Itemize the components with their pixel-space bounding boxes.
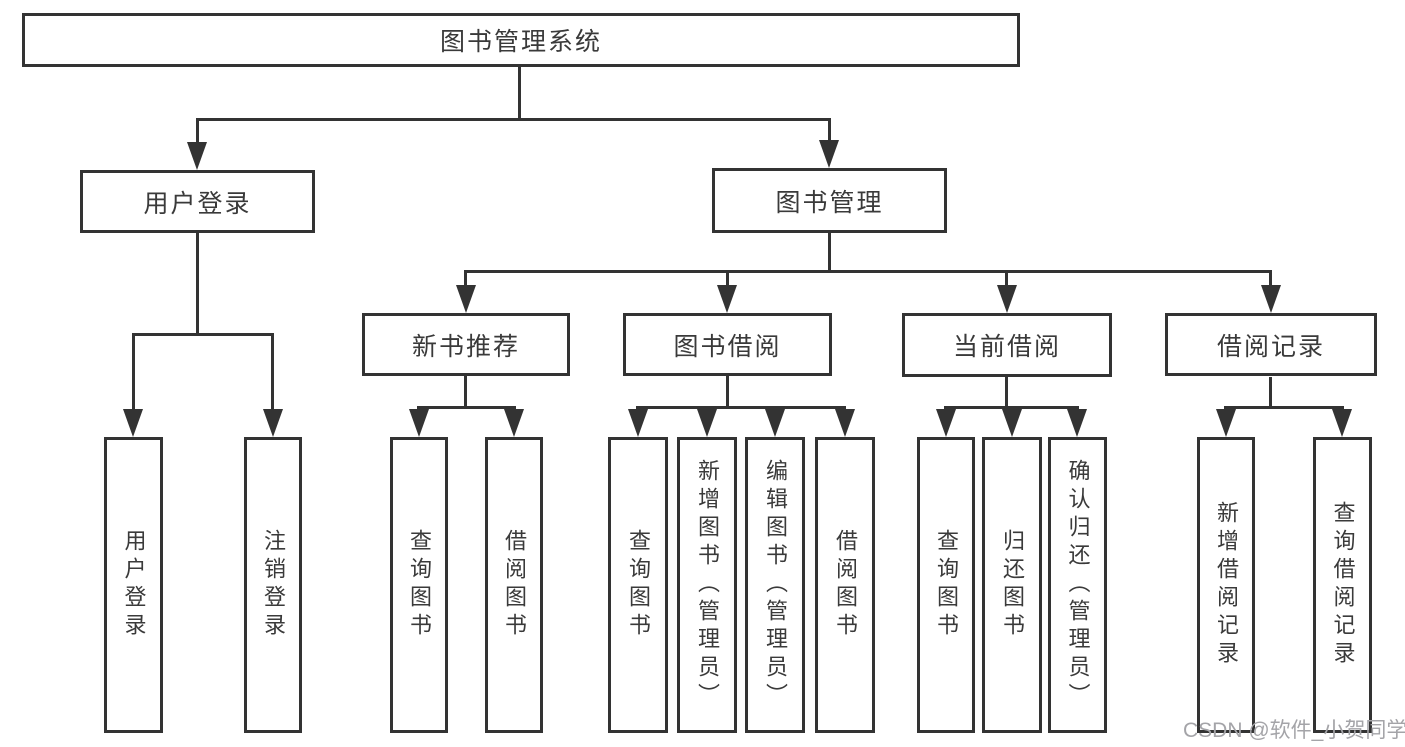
node-book-management-label: 图书管理	[775, 188, 884, 217]
arrow-down-icon	[835, 409, 855, 437]
connector-book-management-stem	[828, 118, 831, 152]
node-current-borrow-label: 当前借阅	[952, 333, 1061, 361]
leaf-query-borrow-record: 查询借阅记录	[1313, 437, 1372, 733]
node-book-borrow-label: 图书借阅	[673, 332, 782, 361]
leaf-borrow-books: 借阅图书	[815, 437, 875, 733]
leaf-query-books-recommend: 查询图书	[390, 437, 448, 733]
leaf-edit-book-admin-label: 编辑图书（管理员）	[763, 459, 788, 711]
arrow-down-icon	[504, 409, 524, 437]
leaf-add-borrow-record: 新增借阅记录	[1197, 437, 1255, 733]
csdn-watermark: CSDN @软件_小贺同学	[1183, 719, 1405, 742]
arrow-down-icon	[819, 140, 839, 168]
arrow-down-icon	[1002, 409, 1022, 437]
leaf-logout: 注销登录	[244, 437, 302, 733]
connector-section1-hbar	[636, 406, 846, 409]
connector-leaf-stem	[132, 333, 135, 419]
node-user-login-label: 用户登录	[143, 189, 252, 218]
arrow-down-icon	[1216, 409, 1236, 437]
arrow-down-icon	[628, 409, 648, 437]
arrow-down-icon	[1261, 285, 1281, 313]
arrow-down-icon	[1332, 409, 1352, 437]
leaf-query-books-current-label: 查询图书	[934, 529, 959, 641]
leaf-query-books-recommend-label: 查询图书	[407, 529, 432, 641]
node-root: 图书管理系统	[22, 13, 1020, 67]
node-borrow-records: 借阅记录	[1165, 313, 1377, 376]
leaf-borrow-books-recommend-label: 借阅图书	[502, 529, 527, 641]
leaf-edit-book-admin: 编辑图书（管理员）	[745, 437, 805, 733]
leaf-user-login: 用户登录	[104, 437, 163, 733]
leaf-add-borrow-record-label: 新增借阅记录	[1214, 501, 1239, 669]
leaf-query-books-current: 查询图书	[917, 437, 975, 733]
connector-section0-hbar	[417, 406, 516, 409]
leaf-add-book-admin-label: 新增图书（管理员）	[695, 459, 720, 711]
connector-book-management-hbar	[464, 270, 1272, 273]
connector-section3-hbar	[1224, 406, 1344, 409]
node-current-borrow: 当前借阅	[902, 313, 1112, 377]
leaf-return-book-label: 归还图书	[1000, 529, 1025, 641]
leaf-query-borrow-record-label: 查询借阅记录	[1330, 501, 1356, 669]
arrow-down-icon	[936, 409, 956, 437]
connector-leaf-stem	[271, 333, 274, 419]
connector-section2-hbar	[944, 406, 1079, 409]
connector-user-login-stem	[196, 118, 199, 154]
leaf-confirm-return-admin: 确认归还（管理员）	[1048, 437, 1107, 733]
leaf-add-book-admin: 新增图书（管理员）	[677, 437, 737, 733]
node-book-management: 图书管理	[712, 168, 947, 233]
connector-book-management-down	[828, 233, 831, 272]
connector-root-stem	[518, 67, 521, 120]
leaf-borrow-books-label: 借阅图书	[833, 529, 858, 641]
connector-section-stem	[1005, 270, 1008, 292]
arrow-down-icon	[765, 409, 785, 437]
arrow-down-icon	[263, 409, 283, 437]
node-new-book-recommend-label: 新书推荐	[411, 332, 520, 361]
node-root-label: 图书管理系统	[439, 28, 602, 56]
node-new-book-recommend: 新书推荐	[362, 313, 570, 376]
leaf-logout-label: 注销登录	[261, 529, 286, 641]
connector-root-hbar	[196, 118, 831, 121]
connector-user-login-hbar	[132, 333, 274, 336]
leaf-confirm-return-admin-label: 确认归还（管理员）	[1065, 459, 1091, 711]
arrow-down-icon	[697, 409, 717, 437]
leaf-query-books-borrow: 查询图书	[608, 437, 668, 733]
leaf-query-books-borrow-label: 查询图书	[626, 529, 651, 641]
connector-section3-down	[1269, 377, 1272, 408]
connector-section2-down	[1005, 377, 1008, 408]
arrow-down-icon	[187, 142, 207, 170]
connector-section-stem	[464, 270, 467, 292]
connector-user-login-down	[196, 233, 199, 335]
node-borrow-records-label: 借阅记录	[1216, 332, 1325, 361]
arrow-down-icon	[456, 285, 476, 313]
connector-section0-down	[464, 376, 467, 409]
arrow-down-icon	[123, 409, 143, 437]
connector-section-stem	[726, 270, 729, 292]
arrow-down-icon	[1067, 409, 1087, 437]
arrow-down-icon	[409, 409, 429, 437]
connector-section-stem	[1269, 270, 1272, 292]
node-user-login: 用户登录	[80, 170, 315, 233]
leaf-return-book: 归还图书	[982, 437, 1042, 733]
leaf-user-login-label: 用户登录	[121, 529, 147, 641]
arrow-down-icon	[717, 285, 737, 313]
node-book-borrow: 图书借阅	[623, 313, 832, 376]
leaf-borrow-books-recommend: 借阅图书	[485, 437, 543, 733]
connector-section1-down	[726, 376, 729, 409]
arrow-down-icon	[997, 285, 1017, 313]
